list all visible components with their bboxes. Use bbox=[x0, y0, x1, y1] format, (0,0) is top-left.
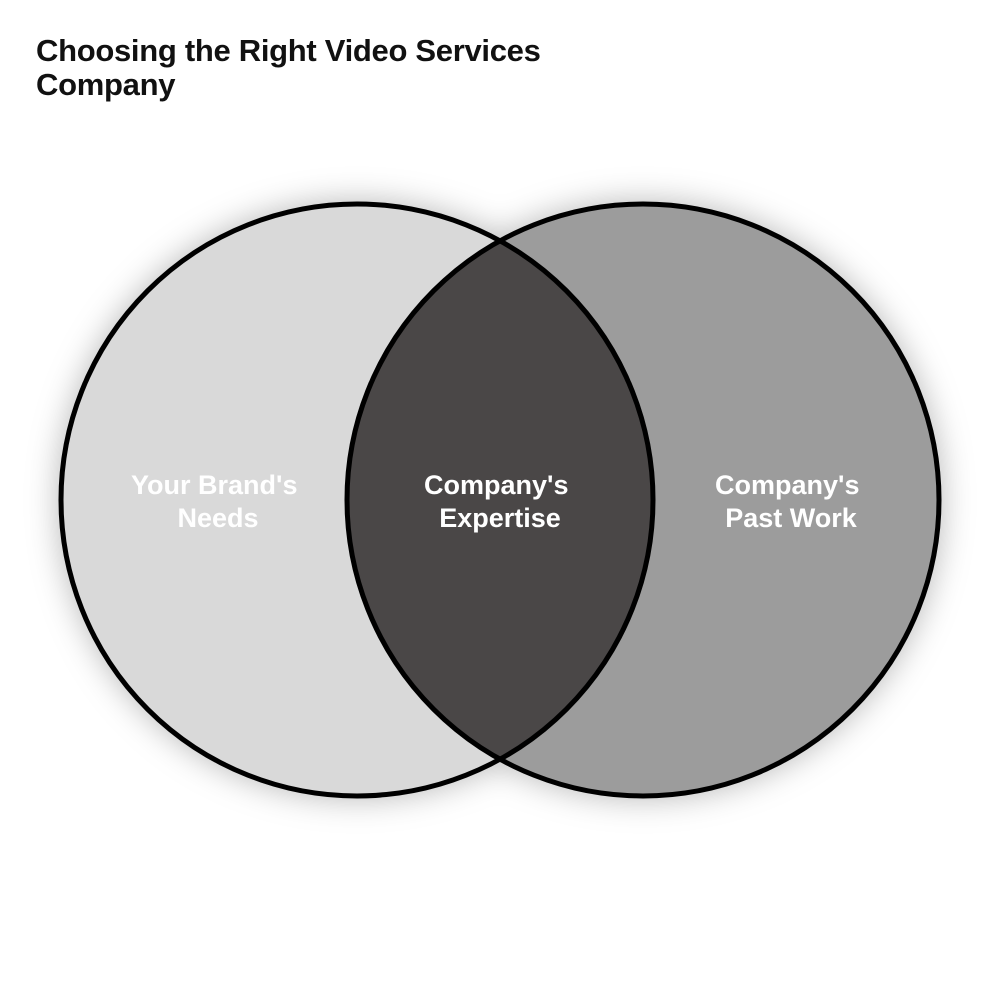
left-circle-label-line1: Your Brand's bbox=[131, 470, 297, 500]
right-circle-label-line1: Company's bbox=[715, 470, 859, 500]
overlap-label-line1: Company's bbox=[424, 470, 568, 500]
overlap-label: Company's Expertise bbox=[424, 470, 576, 533]
left-circle-label-line2: Needs bbox=[177, 503, 258, 533]
left-circle-label: Your Brand's Needs bbox=[131, 470, 305, 533]
right-circle-label: Company's Past Work bbox=[715, 470, 867, 533]
venn-circles-group bbox=[58, 201, 942, 799]
overlap-region bbox=[347, 204, 653, 796]
page-title: Choosing the Right Video Services Compan… bbox=[36, 33, 541, 103]
overlap-label-line2: Expertise bbox=[439, 503, 561, 533]
left-circle-outline bbox=[58, 201, 656, 799]
right-circle-label-line2: Past Work bbox=[725, 503, 858, 533]
right-circle-outline bbox=[344, 201, 942, 799]
